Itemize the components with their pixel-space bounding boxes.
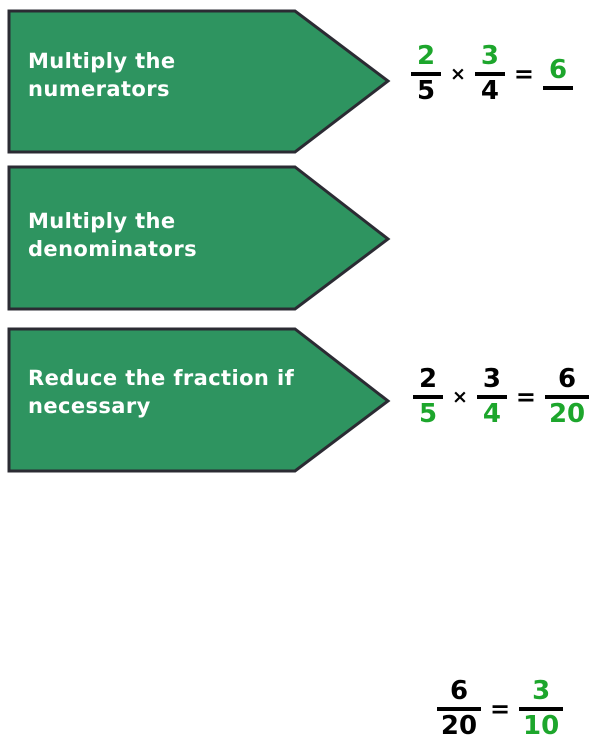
step-1-label: Multiply the numerators [28, 49, 176, 101]
fraction-bar [543, 85, 574, 90]
fraction-numerator: 6 [557, 364, 577, 394]
fraction-denominator: 4 [480, 76, 499, 107]
step-row-3: Reduce the fraction if necessary 6 20 = … [0, 325, 602, 740]
fraction-2-over-5: 2 5 [413, 365, 443, 429]
fraction-numerator: 3 [532, 676, 551, 706]
step-3-label: Reduce the fraction if necessary [28, 366, 295, 418]
equals-operator: = [490, 695, 511, 724]
fraction-denominator: 20 [440, 711, 478, 741]
fraction-denominator: 5 [418, 399, 438, 430]
fraction-bar [519, 707, 564, 712]
fraction-bar [545, 395, 590, 400]
step-2-label: Multiply the denominators [28, 209, 197, 261]
equation-1: 2 5 × 3 4 = 6 [408, 42, 576, 106]
fraction-bar [474, 72, 505, 77]
fraction-bar [411, 72, 441, 77]
fraction-steps-diagram: Multiply the numerators 2 5 × 3 4 = 6 [0, 4, 602, 740]
equation-2: 2 5 × 3 4 = 6 20 [410, 365, 592, 429]
multiplication-operator: × [450, 62, 466, 85]
fraction-denominator: 5 [416, 76, 436, 107]
fraction-numerator: 3 [480, 41, 499, 71]
fraction-denominator: 10 [523, 711, 560, 741]
fraction-denominator: 20 [548, 399, 586, 430]
chevron-arrow-1-shape [7, 9, 391, 154]
chevron-arrow-1 [7, 9, 391, 154]
fraction-numerator: 6 [548, 54, 568, 85]
fraction-6-over-20: 6 20 [437, 677, 481, 741]
step-row-2: Multiply the denominators 2 5 × 3 4 = 6 … [0, 163, 602, 428]
equation-3: 6 20 = 3 10 [434, 677, 566, 741]
fraction-2-over-5: 2 5 [411, 42, 441, 106]
fraction-bar [413, 395, 443, 400]
chevron-arrow-2-shape [7, 165, 391, 311]
chevron-arrow-3-shape [7, 327, 391, 473]
fraction-3-over-4: 3 4 [476, 364, 507, 430]
fraction-6-over-20: 6 20 [545, 364, 590, 430]
fraction-numerator: 3 [482, 364, 501, 394]
fraction-3-over-10: 3 10 [519, 676, 564, 741]
fraction-numerator: 2 [416, 41, 436, 71]
equals-operator: = [513, 60, 535, 89]
fraction-bar [437, 707, 481, 712]
fraction-numerator: 2 [418, 364, 438, 394]
fraction-3-over-4: 3 4 [474, 41, 505, 107]
fraction-6-over-blank: 6 [543, 54, 574, 93]
chevron-arrow-3 [7, 327, 391, 473]
step-row-1: Multiply the numerators 2 5 × 3 4 = 6 [0, 4, 602, 156]
multiplication-operator: × [452, 385, 468, 408]
fraction-denominator: 4 [482, 399, 501, 430]
fraction-numerator: 6 [449, 676, 469, 706]
chevron-arrow-2 [7, 165, 391, 311]
equals-operator: = [515, 383, 537, 412]
fraction-bar [476, 395, 507, 400]
